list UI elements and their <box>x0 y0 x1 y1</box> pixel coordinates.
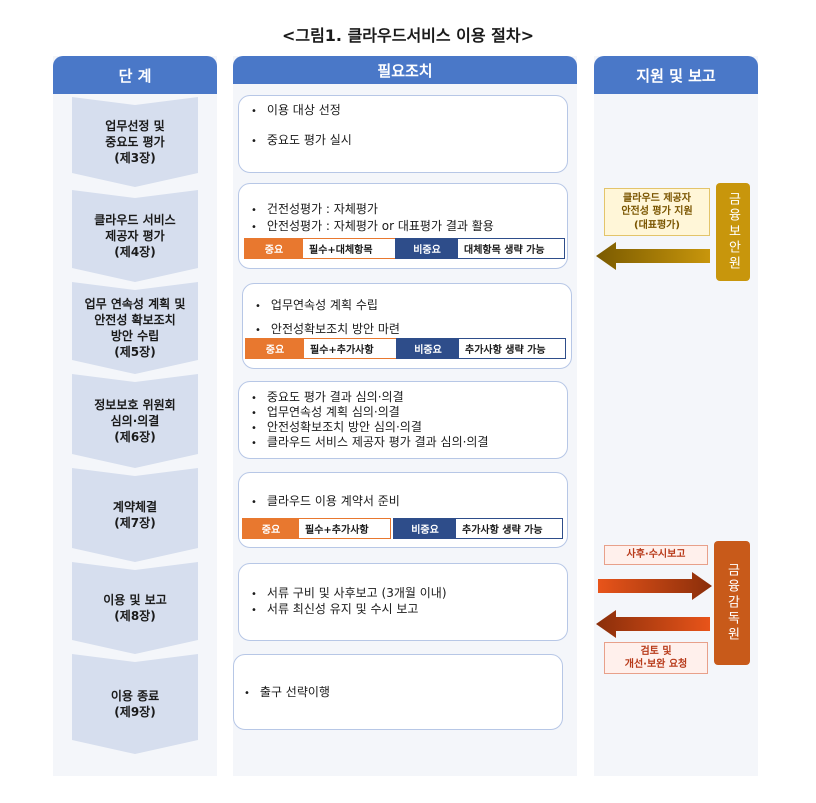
action-bullet: 안전성평가 : 자체평가 or 대표평가 결과 활용 <box>251 220 494 233</box>
non-important-key: 비중요 <box>394 519 456 538</box>
non-important-tag: 비중요 대체항목 생략 가능 <box>395 238 565 259</box>
important-value: 필수+대체항목 <box>303 239 397 258</box>
page-title: <그림1. 클라우드서비스 이용 절차> <box>281 26 535 45</box>
important-key: 중요 <box>243 519 300 538</box>
important-tag: 중요 필수+대체항목 <box>244 238 398 259</box>
fss-box: 금융감독원 <box>714 541 750 665</box>
right-arrow-icon <box>598 572 712 600</box>
stage-item: 이용 종료 (제9장) <box>72 654 198 754</box>
action-bullet: 클라우드 서비스 제공자 평가 결과 심의·의결 <box>251 436 489 449</box>
important-value: 필수+추가사항 <box>299 519 390 538</box>
non-important-key: 비중요 <box>397 339 459 358</box>
action-bullet: 서류 최신성 유지 및 수시 보고 <box>251 603 419 616</box>
left-arrow-icon <box>596 610 710 638</box>
fss-report-note: 사후·수시보고 <box>604 545 708 565</box>
important-key: 중요 <box>245 239 303 258</box>
fsi-box: 금융보안원 <box>716 183 750 281</box>
fss-review-note: 검토 및 개선·보완 요청 <box>604 642 708 674</box>
action-bullet: 클라우드 이용 계약서 준비 <box>251 495 400 508</box>
stage-item: 클라우드 서비스 제공자 평가 (제4장) <box>72 190 198 282</box>
non-important-value: 대체항목 생략 가능 <box>458 239 564 258</box>
action-bullet: 중요도 평가 실시 <box>251 134 352 147</box>
left-arrow-icon <box>596 242 710 270</box>
action-box: 건전성평가 : 자체평가 안전성평가 : 자체평가 or 대표평가 결과 활용 … <box>238 183 568 269</box>
non-important-value: 추가사항 생략 가능 <box>459 339 565 358</box>
non-important-tag: 비중요 추가사항 생략 가능 <box>393 518 563 539</box>
important-tag: 중요 필수+추가사항 <box>242 518 391 539</box>
non-important-tag: 비중요 추가사항 생략 가능 <box>396 338 566 359</box>
action-box: 출구 선략이행 <box>233 654 563 730</box>
action-bullet: 안전성확보조치 방안 심의·의결 <box>251 421 422 434</box>
important-key: 중요 <box>246 339 304 358</box>
stage-header: 단 계 <box>53 56 217 94</box>
important-tag: 중요 필수+추가사항 <box>245 338 399 359</box>
action-bullet: 출구 선략이행 <box>244 686 330 699</box>
support-header: 지원 및 보고 <box>594 56 758 94</box>
action-box: 중요도 평가 결과 심의·의결 업무연속성 계획 심의·의결 안전성확보조치 방… <box>238 381 568 459</box>
non-important-key: 비중요 <box>396 239 458 258</box>
stage-item: 업무 연속성 계획 및 안전성 확보조치 방안 수립 (제5장) <box>72 282 198 374</box>
action-bullet: 업무연속성 계획 심의·의결 <box>251 406 400 419</box>
important-value: 필수+추가사항 <box>304 339 398 358</box>
action-box: 이용 대상 선정 중요도 평가 실시 <box>238 95 568 173</box>
action-bullet: 이용 대상 선정 <box>251 104 341 117</box>
action-bullet: 안전성확보조치 방안 마련 <box>255 323 400 336</box>
action-box: 클라우드 이용 계약서 준비 중요 필수+추가사항 비중요 추가사항 생략 가능 <box>238 472 568 548</box>
action-bullet: 건전성평가 : 자체평가 <box>251 203 378 216</box>
stage-item: 계약체결 (제7장) <box>72 468 198 562</box>
action-bullet: 중요도 평가 결과 심의·의결 <box>251 391 404 404</box>
stage-item: 정보보호 위원회 심의·의결 (제6장) <box>72 374 198 468</box>
fsi-note: 클라우드 제공자 안전성 평가 지원 (대표평가) <box>604 188 710 236</box>
non-important-value: 추가사항 생략 가능 <box>456 519 562 538</box>
action-box: 서류 구비 및 사후보고 (3개월 이내) 서류 최신성 유지 및 수시 보고 <box>238 563 568 641</box>
action-header: 필요조치 <box>233 56 577 84</box>
action-box: 업무연속성 계획 수립 안전성확보조치 방안 마련 중요 필수+추가사항 비중요… <box>242 283 572 369</box>
action-bullet: 업무연속성 계획 수립 <box>255 299 378 312</box>
action-bullet: 서류 구비 및 사후보고 (3개월 이내) <box>251 587 447 600</box>
stage-item: 이용 및 보고 (제8장) <box>72 562 198 654</box>
stage-item: 업무선정 및 중요도 평가 (제3장) <box>72 97 198 187</box>
